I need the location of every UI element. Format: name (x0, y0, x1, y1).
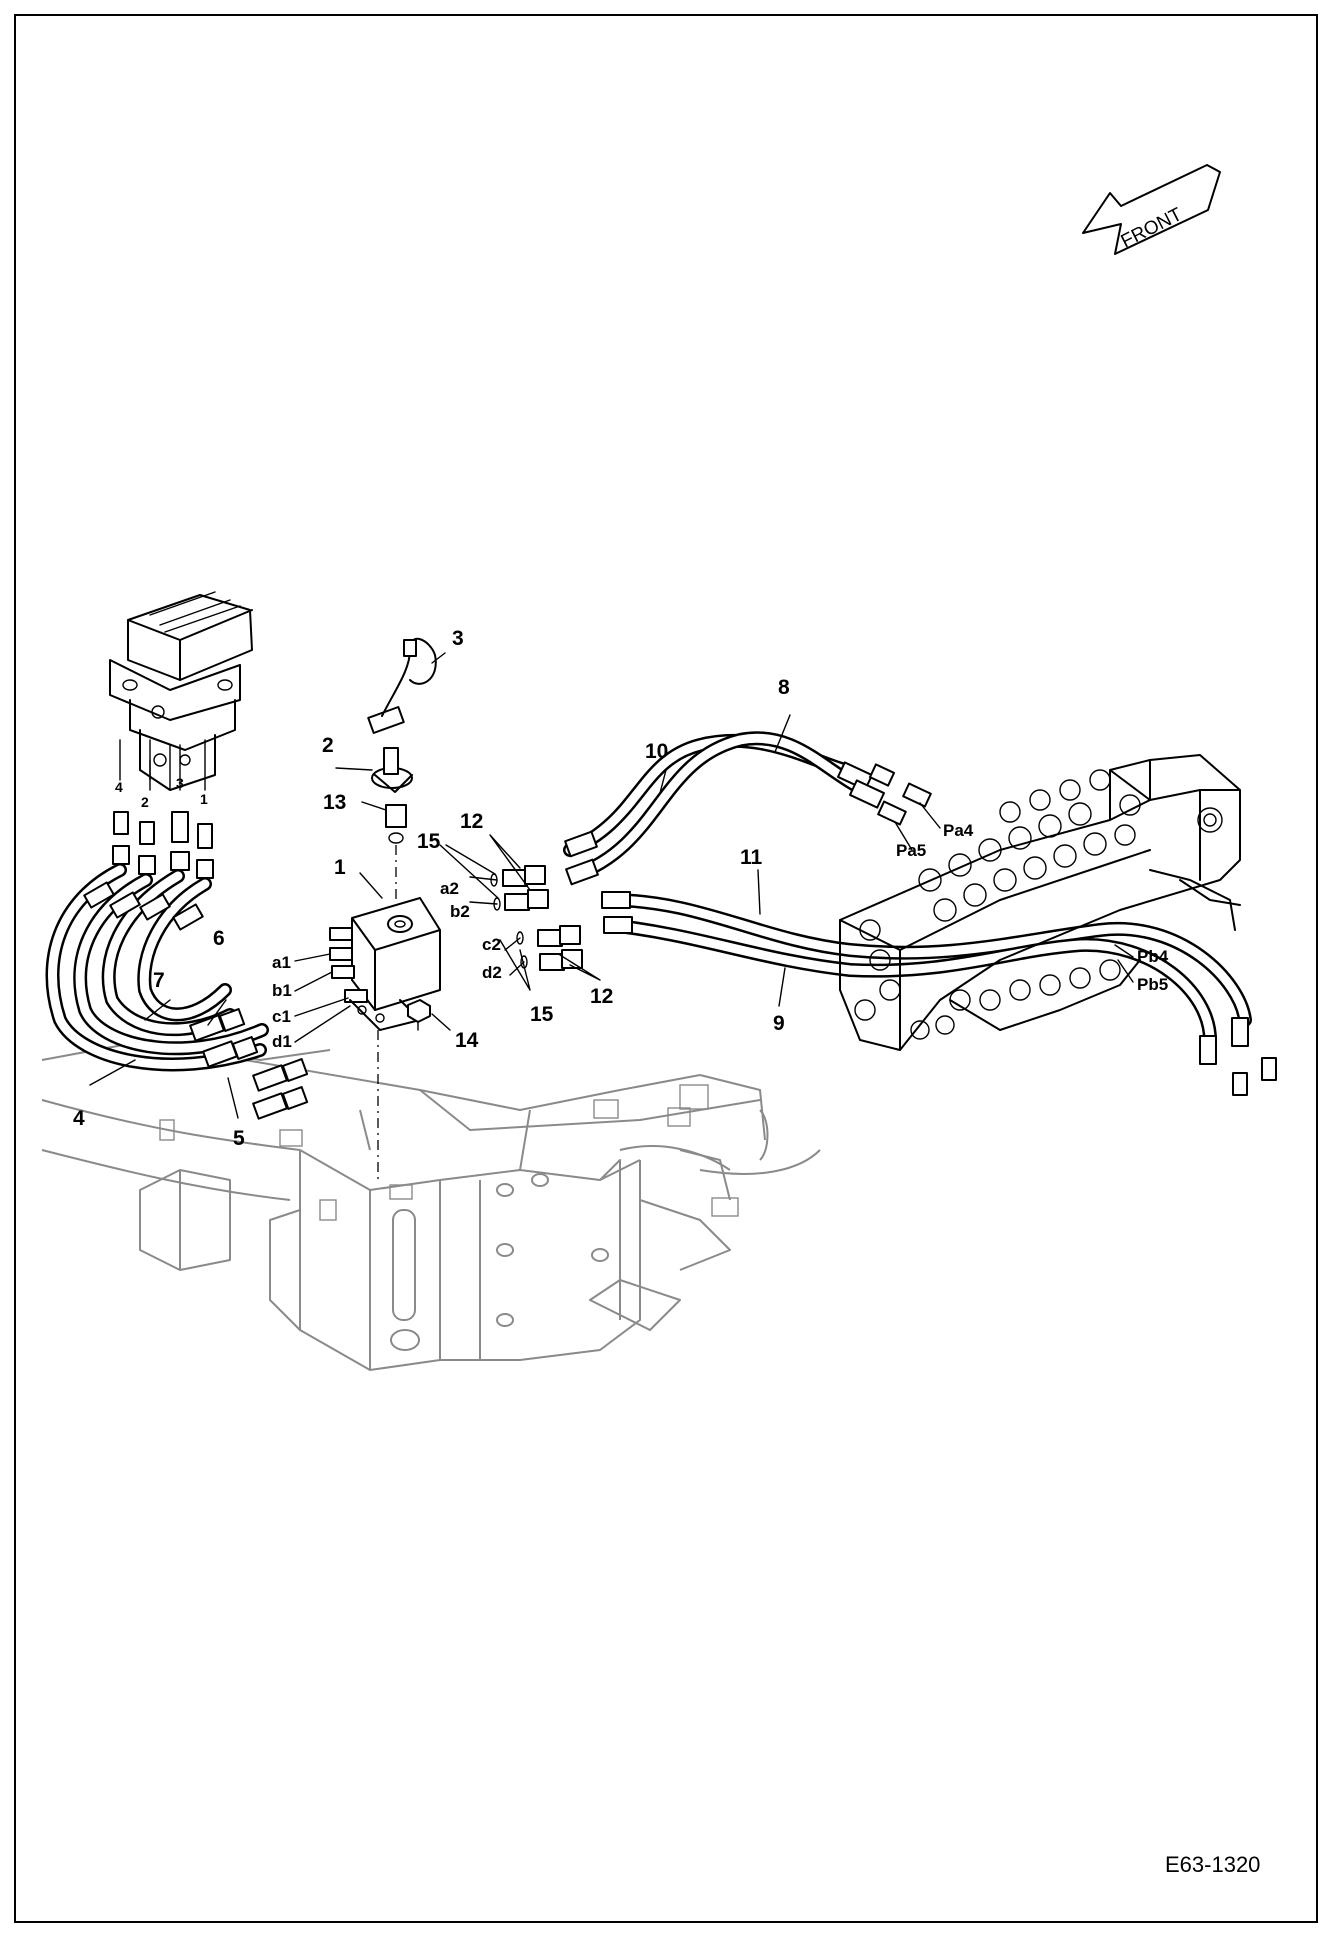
valve-adapters (112, 811, 214, 879)
port-pa5: Pa5 (896, 841, 926, 860)
callout-14: 14 (455, 1029, 479, 1052)
callout-12: 12 (460, 810, 483, 833)
callout-1: 1 (334, 856, 346, 879)
front-direction-arrow: FRONT (1082, 164, 1221, 255)
callout-numbers: 1 2 3 4 5 6 7 8 9 10 11 12 12 13 14 15 1… (73, 627, 790, 1150)
valve-port-number: 2 (141, 794, 149, 810)
valve-port-number: 1 (200, 791, 208, 807)
port-a2: a2 (440, 879, 459, 898)
callout-9: 9 (773, 1012, 785, 1035)
callout-11: 11 (740, 846, 763, 869)
callout-15: 15 (530, 1003, 554, 1026)
callout-8: 8 (778, 676, 790, 699)
assembly-centerline (377, 845, 397, 1180)
main-control-valve (839, 754, 1241, 1051)
adapter-fitting (385, 804, 407, 844)
callout-4: 4 (73, 1107, 85, 1130)
pilot-control-valve (109, 591, 253, 791)
control-valve-adapters (868, 763, 1277, 1096)
valve-port-number: 3 (176, 775, 184, 791)
drawing-frame (14, 14, 1318, 1923)
mounting-bolt (407, 999, 431, 1031)
port-pa4: Pa4 (943, 821, 974, 840)
valve-port-numbers: 4 2 3 1 (115, 775, 208, 810)
callout-7: 7 (153, 969, 165, 992)
wiring-harness (381, 637, 437, 717)
port-labels: a1 b1 c1 d1 a2 b2 c2 d2 Pa4 Pa5 Pb4 Pb5 (272, 821, 1169, 1051)
port-d1: d1 (272, 1032, 292, 1051)
callout-2: 2 (322, 734, 334, 757)
solenoid-valve-block (329, 897, 441, 1031)
port-c2: c2 (482, 935, 501, 954)
callout-5: 5 (233, 1127, 245, 1150)
callout-3: 3 (452, 627, 464, 650)
solenoid-inlet-fittings (189, 1008, 309, 1120)
port-pb4: Pb4 (1137, 947, 1169, 966)
callout-12: 12 (590, 985, 613, 1008)
callout-10: 10 (645, 740, 668, 763)
valve-port-number: 4 (115, 779, 123, 795)
port-d2: d2 (482, 963, 502, 982)
outlet-fittings (490, 865, 583, 971)
pressure-switch (367, 706, 413, 793)
upper-frame (41, 1039, 821, 1371)
callout-13: 13 (323, 791, 346, 814)
port-a1: a1 (272, 953, 291, 972)
hoses-8-11 (563, 731, 1252, 1065)
leader-lines (89, 652, 1134, 1119)
port-c1: c1 (272, 1007, 291, 1026)
port-b2: b2 (450, 902, 470, 921)
callout-6: 6 (213, 927, 225, 950)
hoses-4-7 (45, 863, 269, 1072)
drawing-code: E63-1320 (1165, 1852, 1260, 1877)
port-pb5: Pb5 (1137, 975, 1168, 994)
callout-15: 15 (417, 830, 441, 853)
port-b1: b1 (272, 981, 292, 1000)
